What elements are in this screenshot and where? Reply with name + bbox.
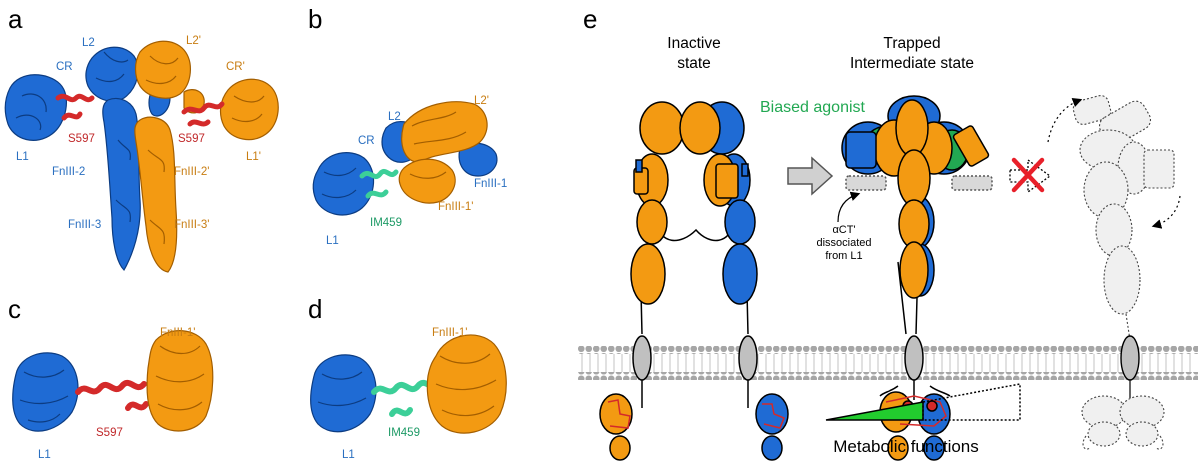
- panel-c: c FnIII-1' S597 L1: [8, 294, 214, 461]
- label-c-fn1p: FnIII-1': [160, 327, 195, 339]
- cell-membrane: [578, 346, 1198, 380]
- metabolic-functions-label: Metabolic functions: [833, 437, 979, 456]
- label-s597-right: S597: [178, 133, 205, 145]
- curved-arrow-lower-icon: [1151, 195, 1181, 229]
- label-fn2p: FnIII-2': [174, 166, 209, 178]
- panel-d-letter: d: [308, 294, 322, 324]
- orange-structure-d: [426, 334, 507, 434]
- label-b-l1: L1: [326, 235, 339, 247]
- blue-structure-d: [310, 354, 377, 433]
- label-d-im459: IM459: [388, 427, 420, 439]
- label-l1p: L1': [246, 151, 261, 163]
- panel-c-letter: c: [8, 294, 21, 324]
- label-b-cr: CR: [358, 135, 375, 147]
- blue-structure-b: [312, 121, 498, 216]
- panel-b: b L2 L2' CR FnIII-1 FnIII-1' IM459 L1: [308, 4, 507, 247]
- label-b-fn1p: FnIII-1': [438, 201, 473, 213]
- blue-structure-c: [12, 352, 79, 432]
- metabolic-empty-portion: [922, 383, 1021, 421]
- metabolic-gradient: [825, 383, 1021, 421]
- metabolic-filled-portion: [825, 401, 924, 421]
- inactive-title-line1: Inactive: [667, 35, 720, 52]
- label-b-fn1: FnIII-1: [474, 178, 507, 190]
- label-c-l1: L1: [38, 449, 51, 461]
- panel-b-letter: b: [308, 4, 322, 34]
- active-receptor-dotted: [1072, 94, 1175, 450]
- label-l1: L1: [16, 151, 29, 163]
- inactive-title-line2: state: [677, 55, 711, 72]
- inactive-receptor: [599, 101, 789, 461]
- im459-linker-b: [359, 169, 399, 199]
- panel-d: d FnIII-1' IM459 L1: [308, 294, 507, 461]
- act-note-line3: from L1: [825, 250, 862, 262]
- orange-protomer-structure: [134, 40, 279, 273]
- biased-agonist-label: Biased agonist: [760, 99, 866, 116]
- act-note-arrow-icon: [837, 191, 861, 223]
- label-cr: CR: [56, 61, 73, 73]
- panel-a: a L2 L2' CR C: [4, 4, 279, 273]
- label-c-s597: S597: [96, 427, 123, 439]
- label-d-fn1p: FnIII-1': [432, 327, 467, 339]
- trapped-receptor: [841, 95, 993, 461]
- s597-linker-c: [75, 379, 149, 411]
- curved-arrow-upper-icon: [1047, 98, 1083, 143]
- label-l2: L2: [82, 37, 95, 49]
- orange-structure-b: [398, 101, 488, 204]
- panel-a-letter: a: [8, 4, 23, 34]
- trapped-title-line2: Intermediate state: [850, 55, 974, 72]
- label-d-l1: L1: [342, 449, 355, 461]
- label-crp: CR': [226, 61, 245, 73]
- trapped-title-line1: Trapped: [883, 35, 940, 52]
- label-fn2: FnIII-2: [52, 166, 85, 178]
- orange-structure-c: [146, 330, 214, 432]
- label-l2p: L2': [186, 35, 201, 47]
- label-s597-left: S597: [68, 133, 95, 145]
- label-fn3: FnIII-3: [68, 219, 101, 231]
- act-note-line2: dissociated: [816, 237, 871, 249]
- panel-e: e Inactive state Trapped Intermediate st…: [578, 4, 1198, 461]
- label-fn3p: FnIII-3': [174, 219, 209, 231]
- label-b-l2: L2: [388, 111, 401, 123]
- panel-e-letter: e: [583, 4, 597, 34]
- s597-linkers: [55, 93, 225, 127]
- active-tm-domain: [1120, 335, 1140, 381]
- act-note-line1: αCT': [832, 224, 855, 236]
- label-b-l2p: L2': [474, 95, 489, 107]
- transition-arrow-icon: [787, 156, 834, 196]
- red-x-icon: [1011, 157, 1045, 193]
- label-b-im459: IM459: [370, 217, 402, 229]
